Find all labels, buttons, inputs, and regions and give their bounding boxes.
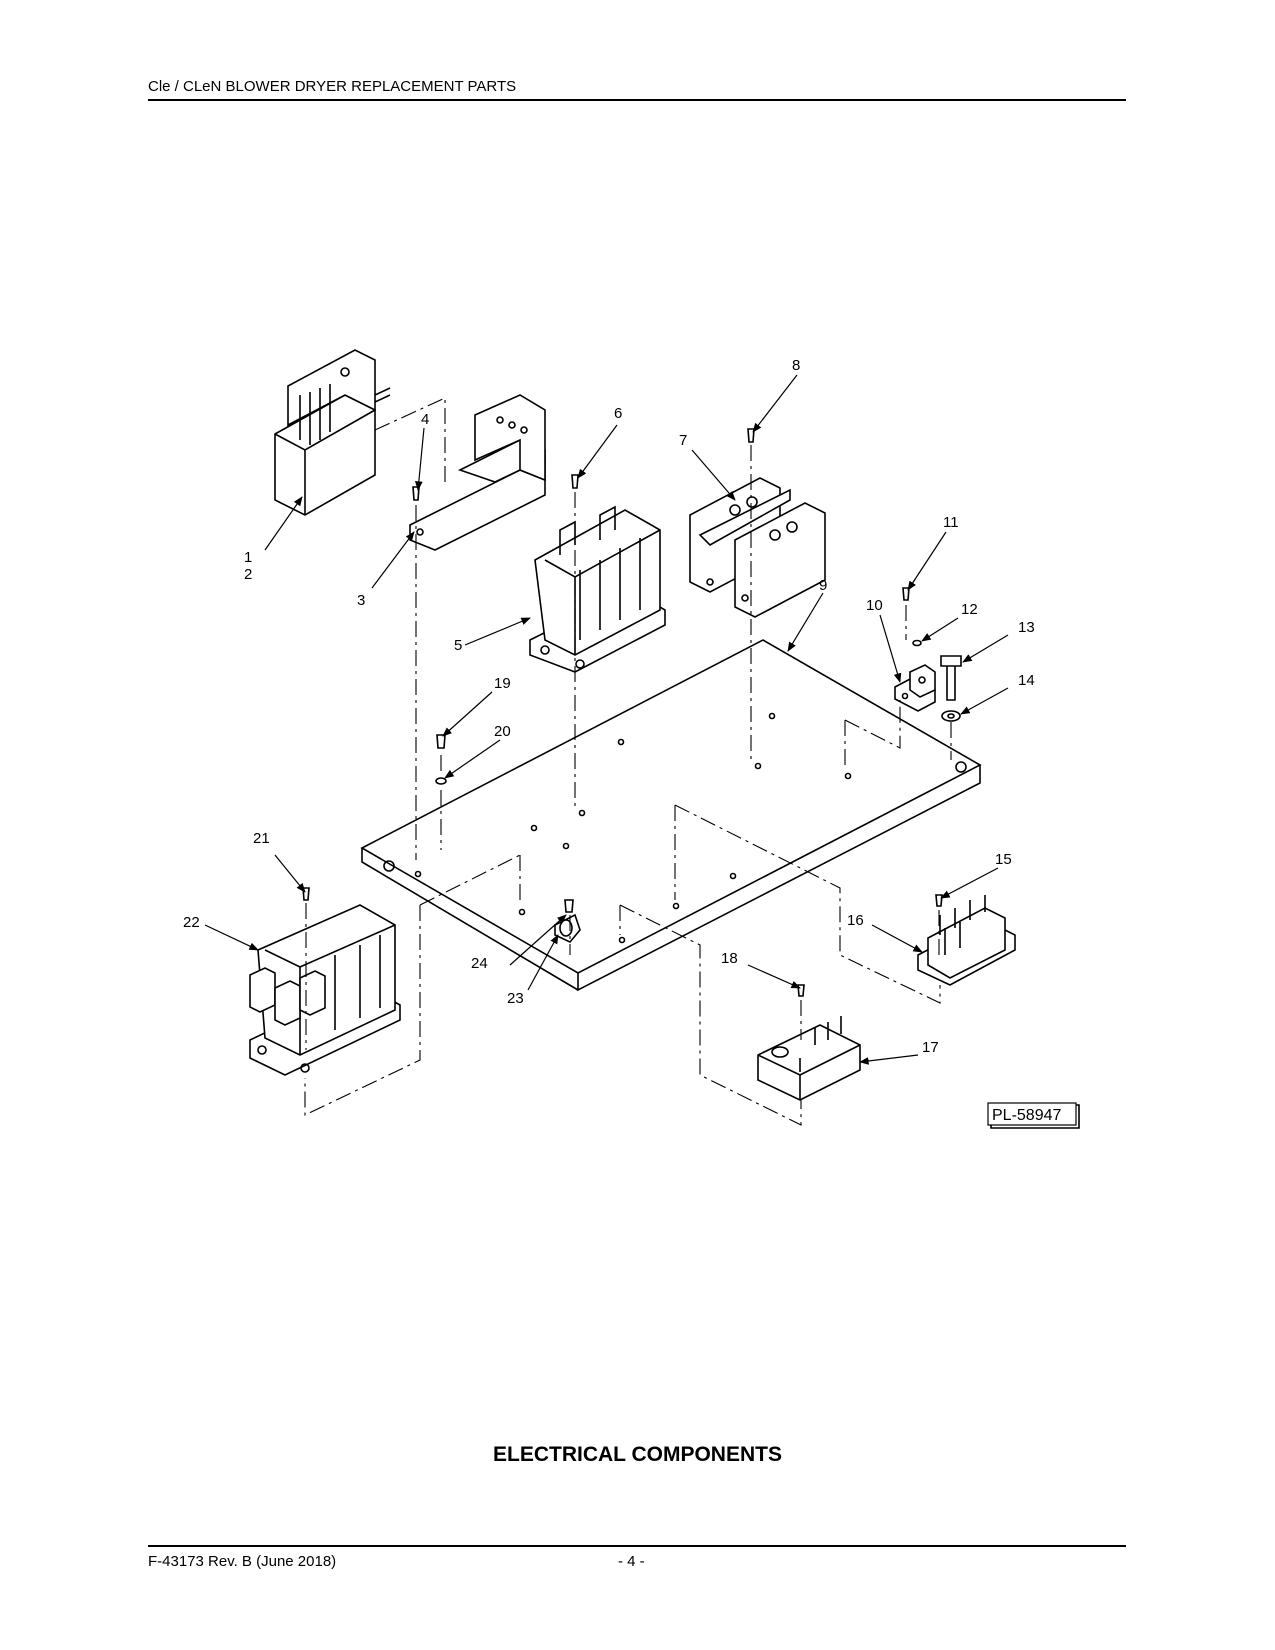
document-header-title: Cle / CLeN BLOWER DRYER REPLACEMENT PART… [148,78,517,95]
relay-base [409,394,546,551]
callout-numbers: 1 2 3 4 5 6 7 8 9 10 11 12 13 14 15 16 1… [183,357,1035,1056]
ground-lug [894,664,936,712]
callout-2: 2 [244,566,252,583]
callout-11: 11 [943,514,959,531]
callout-21: 21 [253,830,270,847]
callout-16: 16 [847,912,864,929]
section-title: ELECTRICAL COMPONENTS [493,1443,782,1466]
contactor-22 [249,904,401,1076]
contactor-5 [529,505,666,673]
callout-12: 12 [961,601,978,618]
mounting-panel [360,639,982,992]
control-module [757,1016,861,1101]
callout-17: 17 [922,1039,939,1056]
callout-8: 8 [792,357,800,374]
callout-19: 19 [494,675,511,692]
callout-10: 10 [866,597,883,614]
plate-id: PL-58947 [992,1107,1061,1124]
alignment-lines [304,397,952,1126]
terminal-block [689,477,826,618]
callout-24: 24 [471,955,488,972]
callout-9: 9 [819,577,827,594]
callout-5: 5 [454,637,462,654]
callout-22: 22 [183,914,200,931]
callout-15: 15 [995,851,1012,868]
footer-rule [148,1545,1126,1547]
callout-18: 18 [721,950,738,967]
callout-1: 1 [244,549,252,566]
callout-14: 14 [1018,672,1035,689]
callout-23: 23 [507,990,524,1007]
relay-16 [917,895,1016,986]
bolt-and-washers [912,639,962,722]
callout-13: 13 [1018,619,1035,636]
callout-6: 6 [614,405,622,422]
footer-doc-number: F-43173 Rev. B (June 2018) [148,1553,337,1570]
footer-page-number: - 4 - [618,1553,645,1570]
callout-20: 20 [494,723,511,740]
header-rule [148,99,1126,101]
callout-4: 4 [421,411,429,428]
plate-id-box: PL-58947 [987,1102,1080,1129]
leader-lines [204,374,1009,1065]
overload-relay [274,349,391,516]
callout-3: 3 [357,592,365,609]
callout-7: 7 [679,432,687,449]
